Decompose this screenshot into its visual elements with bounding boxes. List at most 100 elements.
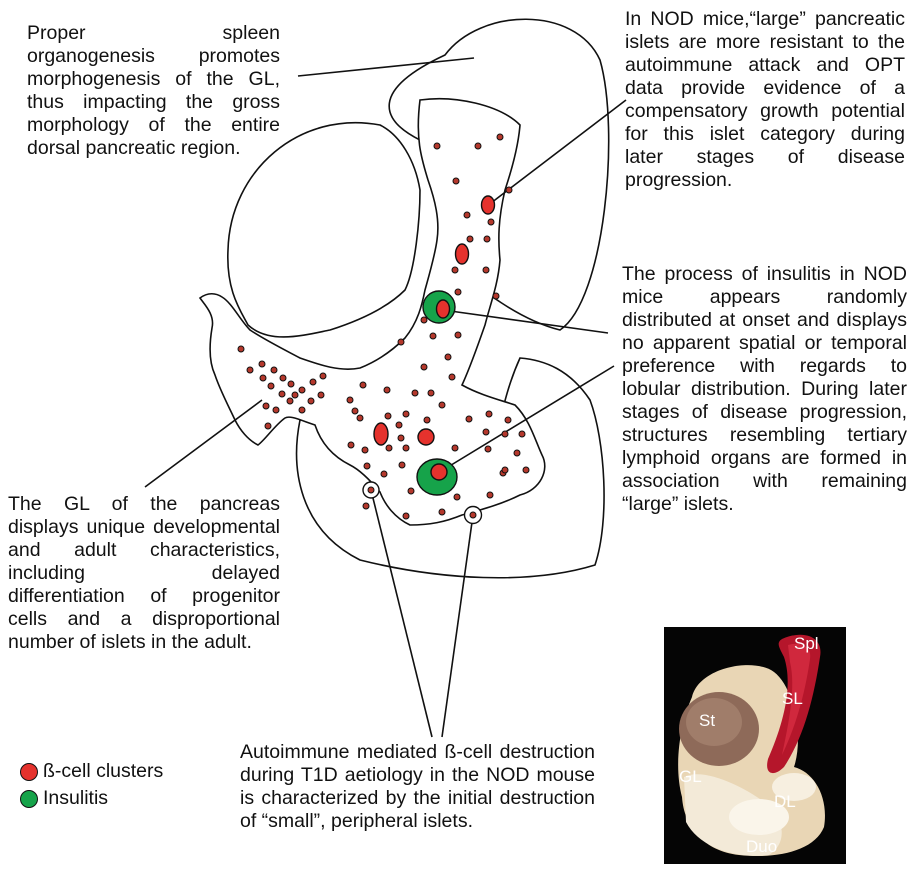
beta-cell-cluster (482, 196, 495, 214)
small-islet-dot (299, 407, 305, 413)
small-islet-dot (398, 435, 404, 441)
photo-label-stomach: St (699, 711, 715, 731)
small-islet-dot (452, 445, 458, 451)
peripheral-islet-core (368, 487, 374, 493)
callout-line-autoimmune-b (442, 515, 473, 737)
small-islet-dot (497, 134, 503, 140)
small-islet-dot (487, 492, 493, 498)
small-islet-dot (455, 289, 461, 295)
small-islet-dot (259, 361, 265, 367)
small-islet-dot (412, 390, 418, 396)
small-islet-dot (453, 178, 459, 184)
small-islet-dot (357, 415, 363, 421)
insulitis-beta-core (437, 300, 450, 318)
small-islet-dot (428, 390, 434, 396)
small-islet-dot (485, 446, 491, 452)
small-islet-dot (475, 143, 481, 149)
small-islet-dot (347, 397, 353, 403)
small-islet-dot (484, 236, 490, 242)
small-islet-dot (384, 387, 390, 393)
small-islet-dot (445, 354, 451, 360)
small-islet-dot (348, 442, 354, 448)
small-islet-dot (467, 236, 473, 242)
small-islet-dot (483, 429, 489, 435)
callout-line-gl (145, 400, 262, 487)
beta-cell-cluster (456, 244, 469, 264)
small-islet-dot (502, 467, 508, 473)
photo-label-gl: GL (679, 767, 702, 787)
small-islet-dot (455, 332, 461, 338)
specimen-photo-drawing (664, 627, 846, 864)
small-islet-dot (454, 494, 460, 500)
photo-label-sl: SL (782, 689, 803, 709)
small-islet-dot (403, 411, 409, 417)
small-islet-dot (466, 416, 472, 422)
small-islet-dot (488, 219, 494, 225)
small-islet-dot (238, 346, 244, 352)
small-islet-dot (483, 267, 489, 273)
peripheral-islet-core (470, 512, 476, 518)
small-islet-dot (299, 387, 305, 393)
small-islet-dot (449, 374, 455, 380)
small-islet-dot (362, 447, 368, 453)
small-islet-dot (268, 383, 274, 389)
small-islet-dot (403, 513, 409, 519)
small-islet-dot (273, 407, 279, 413)
callout-line-autoimmune-a (371, 490, 432, 737)
photo-label-duodenum: Duo (746, 837, 777, 857)
small-islet-dot (271, 367, 277, 373)
annotation-gl: The GL of the pancreas displays unique d… (8, 493, 280, 654)
small-islet-dot (260, 375, 266, 381)
annotation-autoimmune: Autoimmune mediated ß-cell destruction d… (240, 741, 595, 833)
annotation-spleen: Proper spleen organogenesis promotes mor… (27, 22, 280, 160)
small-islet-dot (505, 417, 511, 423)
small-islet-dot (247, 367, 253, 373)
small-islet-dot (430, 333, 436, 339)
insulitis-beta-core (431, 464, 447, 480)
legend-beta-swatch (20, 763, 38, 781)
small-islet-dot (506, 187, 512, 193)
small-islet-dot (502, 431, 508, 437)
small-islet-dot (279, 391, 285, 397)
small-islet-dot (421, 364, 427, 370)
small-islet-dot (310, 379, 316, 385)
small-islet-dot (263, 403, 269, 409)
legend-insulitis-label: Insulitis (43, 787, 108, 810)
small-islet-dot (493, 293, 499, 299)
small-islet-dot (318, 392, 324, 398)
legend-item-beta: ß-cell clusters (20, 758, 163, 785)
small-islet-dot (360, 382, 366, 388)
small-islet-dot (514, 450, 520, 456)
annotation-large-islets: In NOD mice,“large” pancreatic islets ar… (625, 8, 905, 192)
small-islet-dot (452, 267, 458, 273)
pancreas-outline (200, 99, 545, 525)
small-islet-dot (486, 411, 492, 417)
photo-label-dl: DL (774, 792, 796, 812)
small-islet-dot (352, 408, 358, 414)
small-islet-dot (424, 417, 430, 423)
small-islet-dot (439, 509, 445, 515)
small-islet-dot (308, 398, 314, 404)
small-islet-dot (403, 445, 409, 451)
small-islet-dot (386, 445, 392, 451)
small-islet-dot (385, 413, 391, 419)
small-islet-dot (287, 398, 293, 404)
callout-line-spleen (298, 58, 474, 76)
small-islet-dot (320, 373, 326, 379)
beta-cell-cluster (418, 429, 434, 445)
small-islet-dot (523, 467, 529, 473)
beta-cell-cluster (374, 423, 388, 445)
small-islet-dot (399, 462, 405, 468)
small-islet-dot (364, 463, 370, 469)
small-islet-dot (439, 402, 445, 408)
small-islet-dot (421, 317, 427, 323)
photo-label-spleen: Spl (794, 634, 819, 654)
small-islet-dot (398, 339, 404, 345)
legend-beta-label: ß-cell clusters (43, 760, 163, 783)
small-islet-dot (408, 488, 414, 494)
small-islet-dot (396, 422, 402, 428)
small-islet-dot (434, 143, 440, 149)
small-islet-dot (292, 392, 298, 398)
small-islet-dot (363, 503, 369, 509)
legend-insulitis-swatch (20, 790, 38, 808)
